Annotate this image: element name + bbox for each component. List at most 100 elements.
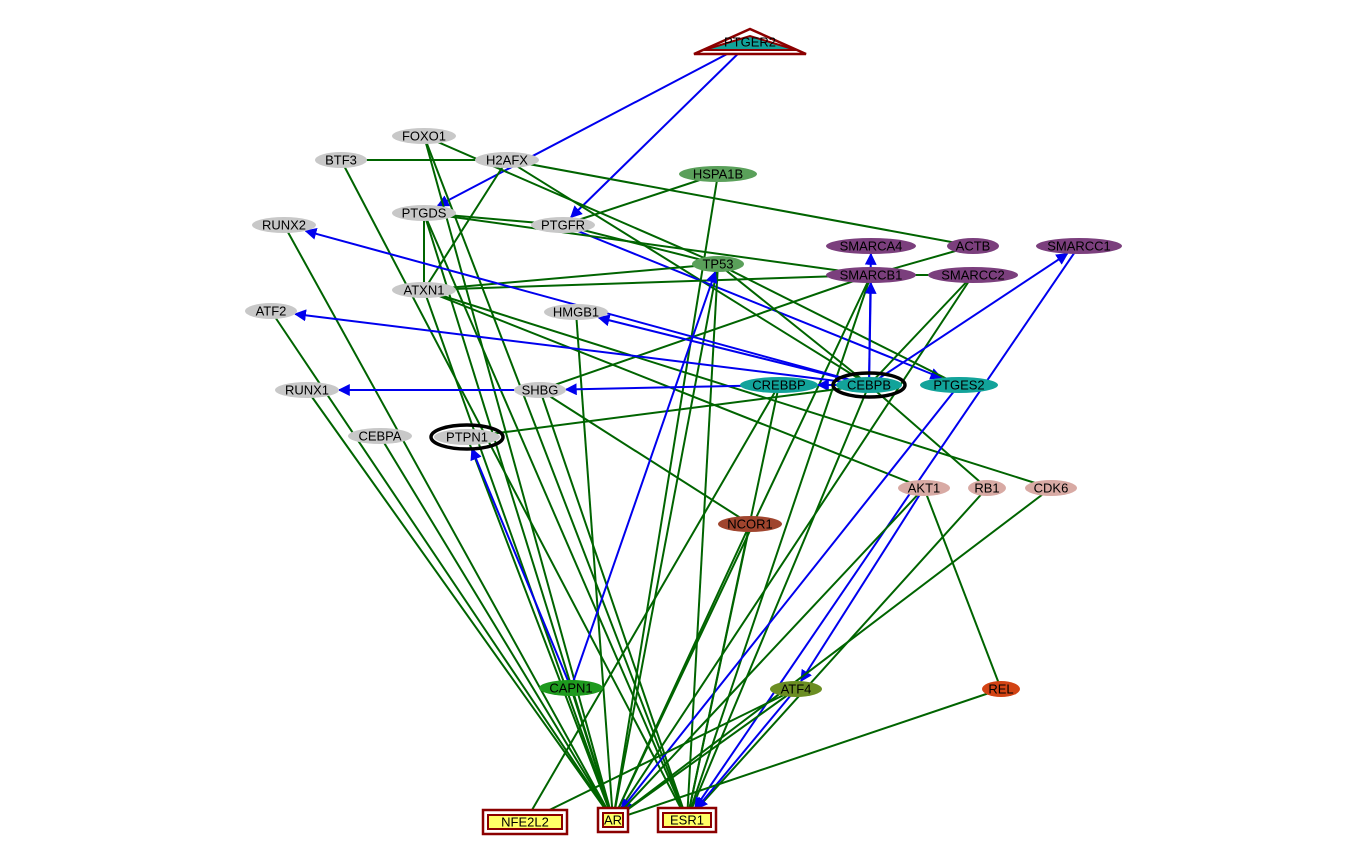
edge-ncor1-ar	[612, 523, 751, 821]
edge-runx2-ar	[283, 224, 614, 821]
edge-atf4-ar	[612, 688, 797, 821]
node-shape-inner	[602, 812, 624, 828]
node-label: CDK6	[1034, 481, 1069, 496]
edge-ptgfr-tp53	[562, 224, 719, 265]
node-shape	[718, 516, 782, 532]
edge-tp53-ptges2	[717, 263, 960, 386]
node-hspa1b[interactable]: HSPA1B	[679, 166, 757, 182]
node-runx2[interactable]: RUNX2	[252, 217, 316, 233]
node-shape	[679, 166, 757, 182]
node-label: RUNX1	[285, 383, 329, 398]
edge-runx1-ar	[306, 389, 614, 821]
node-ncor1[interactable]: NCOR1	[718, 516, 782, 532]
node-shape	[544, 304, 608, 320]
node-label: SMARCA4	[840, 239, 903, 254]
edge-akt1-atf4	[800, 487, 925, 683]
edge-shbg-esr1	[539, 389, 688, 821]
node-ptger2[interactable]: PTGER2	[693, 27, 807, 56]
node-shape	[968, 480, 1006, 496]
node-shape-inner	[703, 34, 797, 51]
node-actb[interactable]: ACTB	[947, 238, 999, 254]
node-tp53[interactable]: TP53	[692, 256, 744, 272]
edge-atxn1-ar	[423, 289, 614, 821]
edge-capn1-ar	[570, 687, 614, 821]
edge-ptges2-ar	[620, 384, 960, 811]
node-smarcc1[interactable]: SMARCC1	[1036, 238, 1122, 254]
node-shape	[898, 480, 950, 496]
node-smarcc2[interactable]: SMARCC2	[928, 267, 1018, 283]
node-shape	[770, 681, 822, 697]
edge-ncor1-esr1	[686, 523, 751, 821]
node-label: CAPN1	[549, 681, 592, 696]
node-label: AKT1	[908, 481, 941, 496]
node-btf3[interactable]: BTF3	[315, 152, 367, 168]
node-nfe2l2[interactable]: NFE2L2	[481, 808, 569, 836]
node-highlight-ring	[831, 371, 907, 399]
node-label: FOXO1	[402, 129, 446, 144]
node-foxo1[interactable]: FOXO1	[392, 128, 456, 144]
edge-h2afx-cebpb	[506, 159, 870, 386]
node-rel[interactable]: REL	[982, 681, 1020, 697]
edge-atf4-nfe2l2	[524, 688, 797, 823]
node-label: PTGFR	[541, 218, 585, 233]
node-rb1[interactable]: RB1	[968, 480, 1006, 496]
edge-capn1-ptpn1	[470, 447, 572, 689]
node-label: H2AFX	[486, 153, 528, 168]
node-shape	[1025, 480, 1077, 496]
node-shape	[514, 382, 566, 398]
node-shape	[920, 377, 998, 393]
edge-akt1-ar	[612, 487, 925, 821]
node-shbg[interactable]: SHBG	[514, 382, 566, 398]
node-smarcb1[interactable]: SMARCB1	[826, 267, 916, 283]
node-shape	[539, 680, 603, 696]
node-shape	[826, 267, 916, 283]
node-cebpb[interactable]: CEBPB	[831, 371, 907, 399]
node-shape	[475, 152, 539, 168]
node-ptgds[interactable]: PTGDS	[392, 205, 456, 221]
node-label: HSPA1B	[693, 167, 743, 182]
node-hmgb1[interactable]: HMGB1	[544, 304, 608, 320]
node-atf4[interactable]: ATF4	[770, 681, 822, 697]
node-ar[interactable]: AR	[596, 806, 630, 834]
node-label: PTPN1	[446, 430, 488, 445]
node-cdk6[interactable]: CDK6	[1025, 480, 1077, 496]
node-atf2[interactable]: ATF2	[245, 303, 297, 319]
node-esr1[interactable]: ESR1	[656, 806, 718, 834]
node-shape	[392, 282, 456, 298]
node-shape	[252, 217, 316, 233]
node-label: HMGB1	[553, 305, 599, 320]
node-shape	[392, 128, 456, 144]
node-runx1[interactable]: RUNX1	[275, 382, 339, 398]
node-ptgfr[interactable]: PTGFR	[531, 217, 595, 233]
node-ptpn1[interactable]: PTPN1	[429, 423, 505, 451]
edge-ptger2-ptgds	[436, 41, 751, 207]
node-label: CEBPB	[847, 378, 891, 393]
node-shape	[392, 205, 456, 221]
node-highlight-ring	[429, 423, 505, 451]
node-ptges2[interactable]: PTGES2	[920, 377, 998, 393]
edge-tp53-cebpb	[717, 263, 870, 386]
node-crebbp[interactable]: CREBBP	[740, 377, 818, 393]
node-cebpa[interactable]: CEBPA	[348, 428, 412, 444]
node-smarca4[interactable]: SMARCA4	[826, 238, 916, 254]
edge-hmgb1-ar	[575, 311, 614, 821]
edge-cebpb-esr1	[686, 384, 870, 821]
node-shape	[348, 428, 412, 444]
edge-hspa1b-ptgfr	[562, 173, 719, 226]
node-akt1[interactable]: AKT1	[898, 480, 950, 496]
edge-atxn1-smarcb1	[423, 274, 872, 291]
node-label: CREBBP	[752, 378, 805, 393]
edge-cebpb-hmgb1	[597, 314, 870, 386]
node-h2afx[interactable]: H2AFX	[475, 152, 539, 168]
node-label: PTGDS	[402, 206, 447, 221]
edge-h2afx-atxn1	[423, 159, 508, 291]
node-label: SHBG	[522, 383, 559, 398]
edge-ptpn1-ar	[466, 436, 614, 821]
node-label: ATF4	[781, 682, 812, 697]
edge-crebbp-nfe2l2	[524, 384, 780, 823]
node-atxn1[interactable]: ATXN1	[392, 282, 456, 298]
node-shape	[826, 238, 916, 254]
node-capn1[interactable]: CAPN1	[539, 680, 603, 696]
node-label: ACTB	[956, 239, 991, 254]
